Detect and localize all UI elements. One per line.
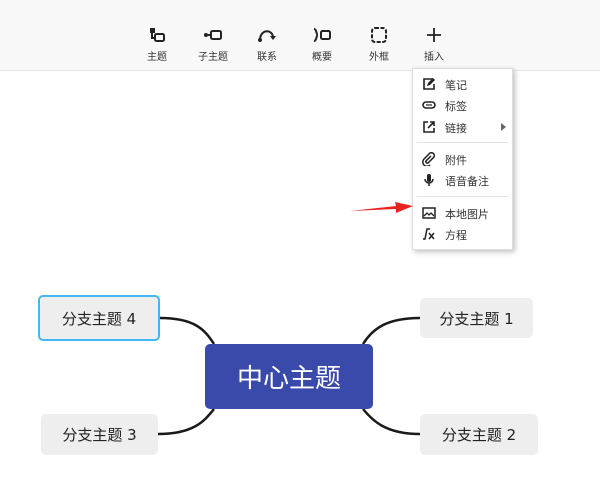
insert-button[interactable]: 插入 — [409, 26, 459, 63]
menu-divider — [417, 196, 508, 197]
link-icon — [423, 121, 435, 133]
branch-topic-3[interactable]: 分支主题 3 — [41, 414, 158, 455]
boundary-button[interactable]: 外框 — [354, 26, 404, 63]
menu-item-voice-note[interactable]: 语音备注 — [413, 170, 512, 190]
branch-topic-2[interactable]: 分支主题 2 — [420, 414, 538, 455]
relationship-icon — [258, 30, 276, 42]
red-arrow-annotation — [350, 202, 413, 213]
insert-menu: 笔记 标签 链接 附件 语音备注 本地图片 方程 — [412, 68, 513, 250]
menu-item-note[interactable]: 笔记 — [413, 74, 512, 94]
summary-icon — [313, 28, 331, 42]
menu-item-local-image[interactable]: 本地图片 — [413, 203, 512, 223]
menu-item-link[interactable]: 链接 — [413, 117, 512, 137]
relationship-button[interactable]: 联系 — [242, 26, 292, 63]
image-icon — [422, 207, 436, 219]
menu-item-label[interactable]: 标签 — [413, 95, 512, 115]
toolbar: 主题 子主题 联系 概要 外框 插入 — [0, 0, 600, 71]
topic-button[interactable]: 主题 — [132, 26, 182, 63]
note-icon — [423, 78, 435, 90]
central-topic[interactable]: 中心主题 — [205, 344, 373, 409]
branch-topic-1[interactable]: 分支主题 1 — [420, 298, 533, 338]
attachment-icon — [422, 152, 436, 166]
topic-icon — [150, 28, 165, 42]
label-icon — [422, 101, 436, 109]
microphone-icon — [424, 174, 434, 186]
subtopic-icon — [204, 30, 222, 40]
submenu-arrow-icon — [501, 123, 506, 131]
equation-icon — [423, 228, 435, 240]
menu-divider — [417, 142, 508, 143]
boundary-icon — [371, 27, 387, 43]
subtopic-button[interactable]: 子主题 — [188, 26, 238, 63]
summary-button[interactable]: 概要 — [297, 26, 347, 63]
menu-item-attachment[interactable]: 附件 — [413, 149, 512, 169]
branch-topic-4-selected[interactable]: 分支主题 4 — [38, 295, 160, 341]
connector-lines — [157, 316, 421, 436]
menu-item-equation[interactable]: 方程 — [413, 224, 512, 244]
plus-icon — [427, 28, 441, 42]
